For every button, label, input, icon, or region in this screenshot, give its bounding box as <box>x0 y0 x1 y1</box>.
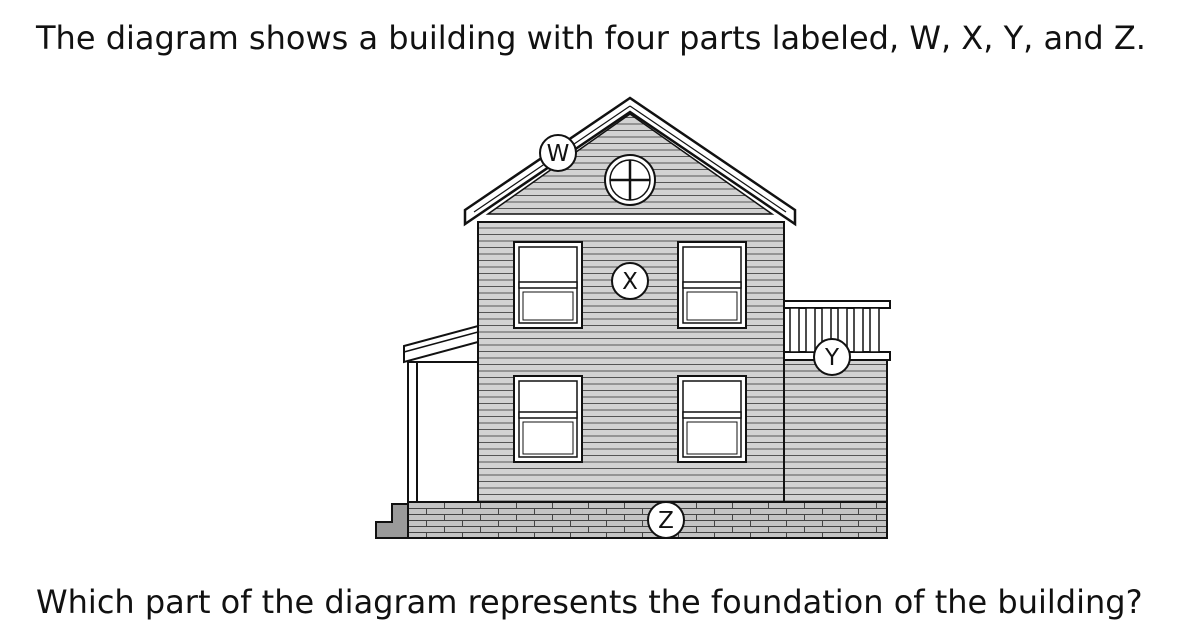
label-x-text: X <box>622 269 638 295</box>
label-y: Y <box>813 338 851 376</box>
intro-text: The diagram shows a building with four p… <box>36 19 1146 57</box>
question-text: Which part of the diagram represents the… <box>36 583 1143 621</box>
attic-window <box>604 154 656 206</box>
entry-step <box>375 503 409 539</box>
window-upper-right <box>677 241 747 329</box>
window-lower-left <box>513 375 583 463</box>
side-wing-wall <box>783 359 888 505</box>
label-w: W <box>539 134 577 172</box>
label-z-text: Z <box>658 508 674 534</box>
label-x: X <box>611 262 649 300</box>
label-w-text: W <box>547 141 570 167</box>
window-upper-left <box>513 241 583 329</box>
window-lower-right <box>677 375 747 463</box>
porch <box>403 324 479 503</box>
label-y-text: Y <box>824 345 840 371</box>
label-z: Z <box>647 501 685 539</box>
